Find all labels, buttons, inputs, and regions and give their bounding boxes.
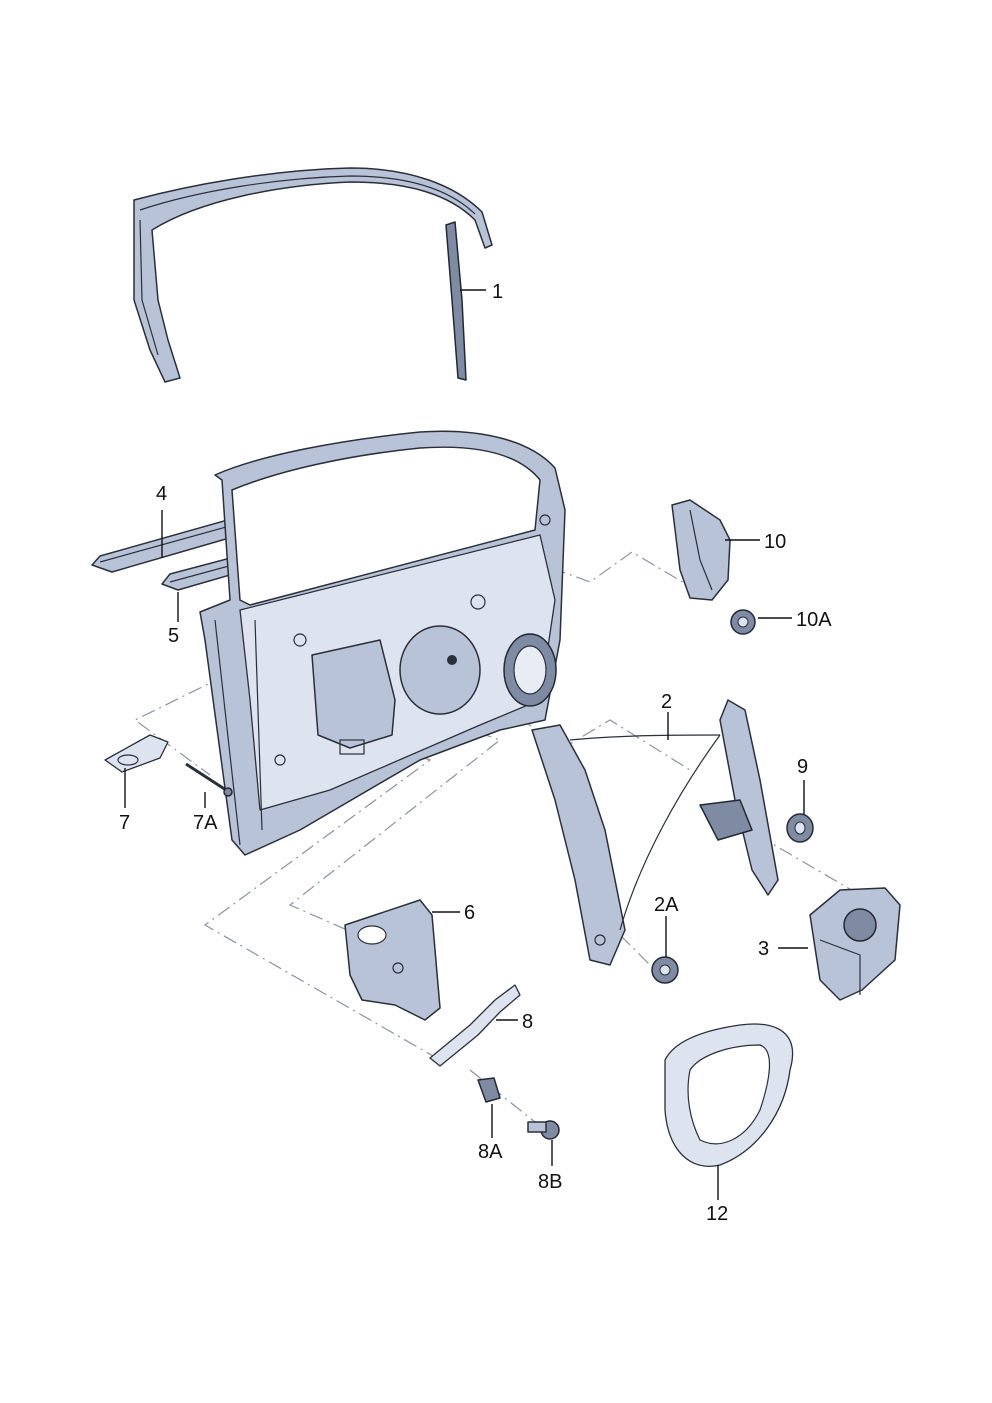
callouts: 1 4 5 10 10A 2 9 7 7A 2A 6 3 8 8A 8B 12 — [119, 281, 832, 1225]
callout-8: 8 — [522, 1011, 533, 1033]
callout-4: 4 — [156, 483, 167, 505]
leader-lines — [124, 289, 808, 1200]
part-2-window-regulator — [531, 699, 779, 966]
callout-8A: 8A — [478, 1141, 503, 1163]
callout-1: 1 — [492, 281, 503, 303]
callout-10: 10 — [764, 531, 786, 553]
callout-7: 7 — [119, 812, 130, 834]
callout-7A: 7A — [193, 812, 218, 834]
door-shell — [199, 430, 566, 856]
callout-10A: 10A — [796, 609, 832, 631]
part-3-window-motor — [809, 887, 901, 1001]
callout-2A: 2A — [654, 894, 679, 916]
callout-8B: 8B — [538, 1171, 562, 1193]
callout-5: 5 — [168, 625, 179, 647]
part-8B-screw — [527, 1120, 560, 1140]
part-8-cable-bracket — [429, 984, 521, 1067]
part-2A-nut — [651, 956, 679, 984]
part-1-door-frame-seal — [133, 167, 493, 383]
part-7A-pin — [185, 762, 233, 797]
callout-2: 2 — [661, 691, 672, 713]
callout-9: 9 — [797, 756, 808, 778]
part-9-grommet — [786, 813, 814, 843]
part-6-mounting-plate — [344, 899, 441, 1021]
part-8A-clip — [477, 1077, 501, 1103]
part-10A-clip — [730, 609, 756, 635]
part-7-bracket — [104, 734, 169, 773]
callout-3: 3 — [758, 938, 769, 960]
callout-6: 6 — [464, 902, 475, 924]
part-10-mirror-trim — [671, 499, 731, 601]
part-12-foam-ring — [664, 1023, 794, 1167]
callout-12: 12 — [706, 1203, 728, 1225]
